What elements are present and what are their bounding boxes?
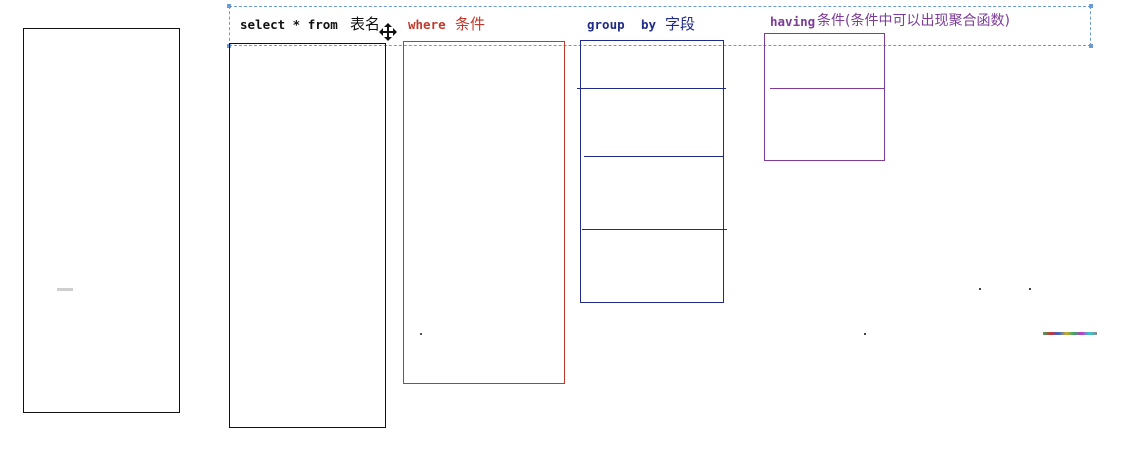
stray-dot-3 [864, 333, 866, 335]
group-keyword: group [587, 17, 625, 32]
group-by-box [580, 40, 724, 303]
stray-dot-1 [979, 288, 981, 290]
by-keyword: by [641, 17, 657, 32]
from-result-box [229, 43, 386, 428]
having-divider [770, 88, 884, 89]
selection-handle-tl[interactable] [227, 4, 231, 8]
group-divider-2 [584, 156, 724, 157]
group-divider-3 [582, 229, 727, 230]
having-condition-text: 条件(条件中可以出现聚合函数) [817, 13, 1010, 29]
selection-handle-br[interactable] [1089, 44, 1093, 48]
where-result-box [403, 41, 565, 384]
table-name-text: 表名 [350, 15, 381, 33]
color-strip-artifact [1043, 332, 1097, 335]
where-mark-dot [420, 333, 422, 335]
having-box [764, 33, 885, 161]
group-field-text: 字段 [665, 15, 696, 33]
raw-data-box [23, 28, 180, 413]
move-cursor-icon [379, 23, 397, 41]
stray-dot-2 [1029, 288, 1031, 290]
selection-handle-tr[interactable] [1089, 4, 1093, 8]
where-keyword: where [408, 17, 446, 32]
where-condition-text: 条件 [455, 15, 486, 33]
group-divider-1 [577, 88, 726, 89]
having-keyword: having [770, 14, 816, 29]
raw-data-mark [57, 288, 73, 291]
select-from-text: select * from [240, 17, 338, 32]
